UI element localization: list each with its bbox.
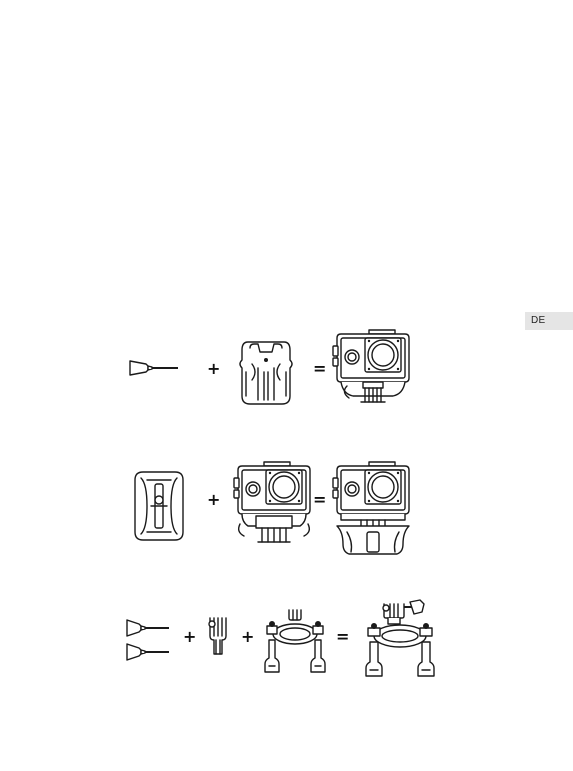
thumb-screw-icon [128,357,180,379]
equals-operator: = [313,361,326,377]
camera-on-curved-mount-icon [333,460,413,556]
plus-operator: + [183,629,196,645]
camera-case-buckle-icon [234,460,314,550]
plus-operator: + [207,492,220,508]
handlebar-mount-icon [261,606,329,676]
camera-case-buckle-icon [333,328,413,408]
equals-operator: = [313,492,326,508]
assembled-handlebar-mount-icon [362,598,440,680]
curved-adhesive-mount-icon [133,470,185,542]
thumb-screws-icon [125,618,171,662]
plus-operator: + [207,361,220,377]
three-prong-adapter-icon [206,616,230,656]
equals-operator: = [336,629,349,645]
buckle-mount-icon [238,338,294,406]
plus-operator: + [241,629,254,645]
language-tab: DE [525,312,573,330]
